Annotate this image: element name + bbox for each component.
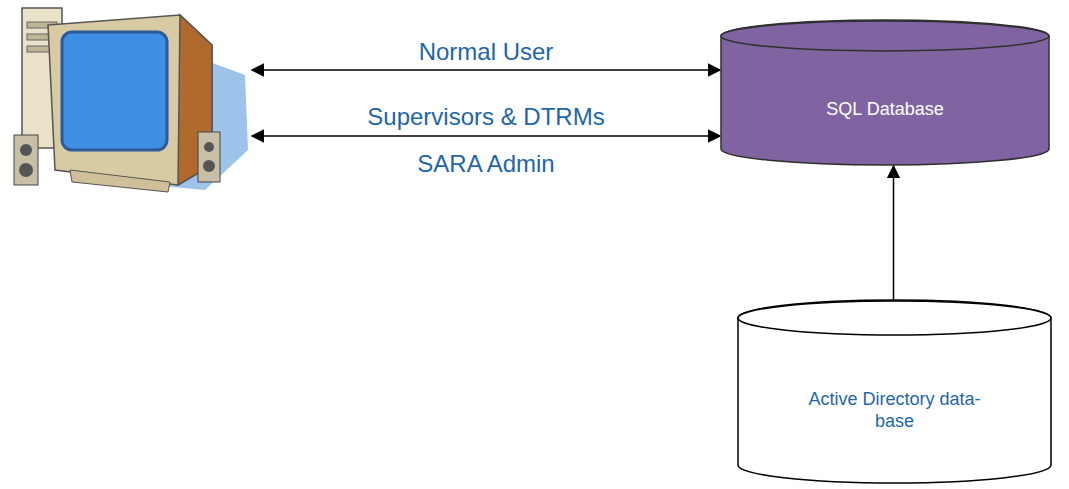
monitor-body: [48, 15, 212, 185]
speaker: [14, 135, 38, 185]
cylinder-outline: [720, 20, 1050, 166]
access-arrow: [252, 135, 720, 137]
monitor-screen: [62, 32, 167, 150]
node-text: Active Directory data-base: [800, 388, 990, 433]
role-label: Normal User: [416, 38, 557, 66]
node-text: SQL Database: [826, 98, 943, 121]
speaker: [198, 132, 220, 182]
role-label: SARA Admin: [414, 150, 557, 178]
database-cylinder: Active Directory data-base: [737, 300, 1052, 484]
database-cylinder: SQL Database: [720, 20, 1050, 166]
sync-arrow: [893, 166, 895, 300]
role-label: Supervisors & DTRMs: [364, 103, 607, 131]
access-arrow: [252, 69, 720, 71]
